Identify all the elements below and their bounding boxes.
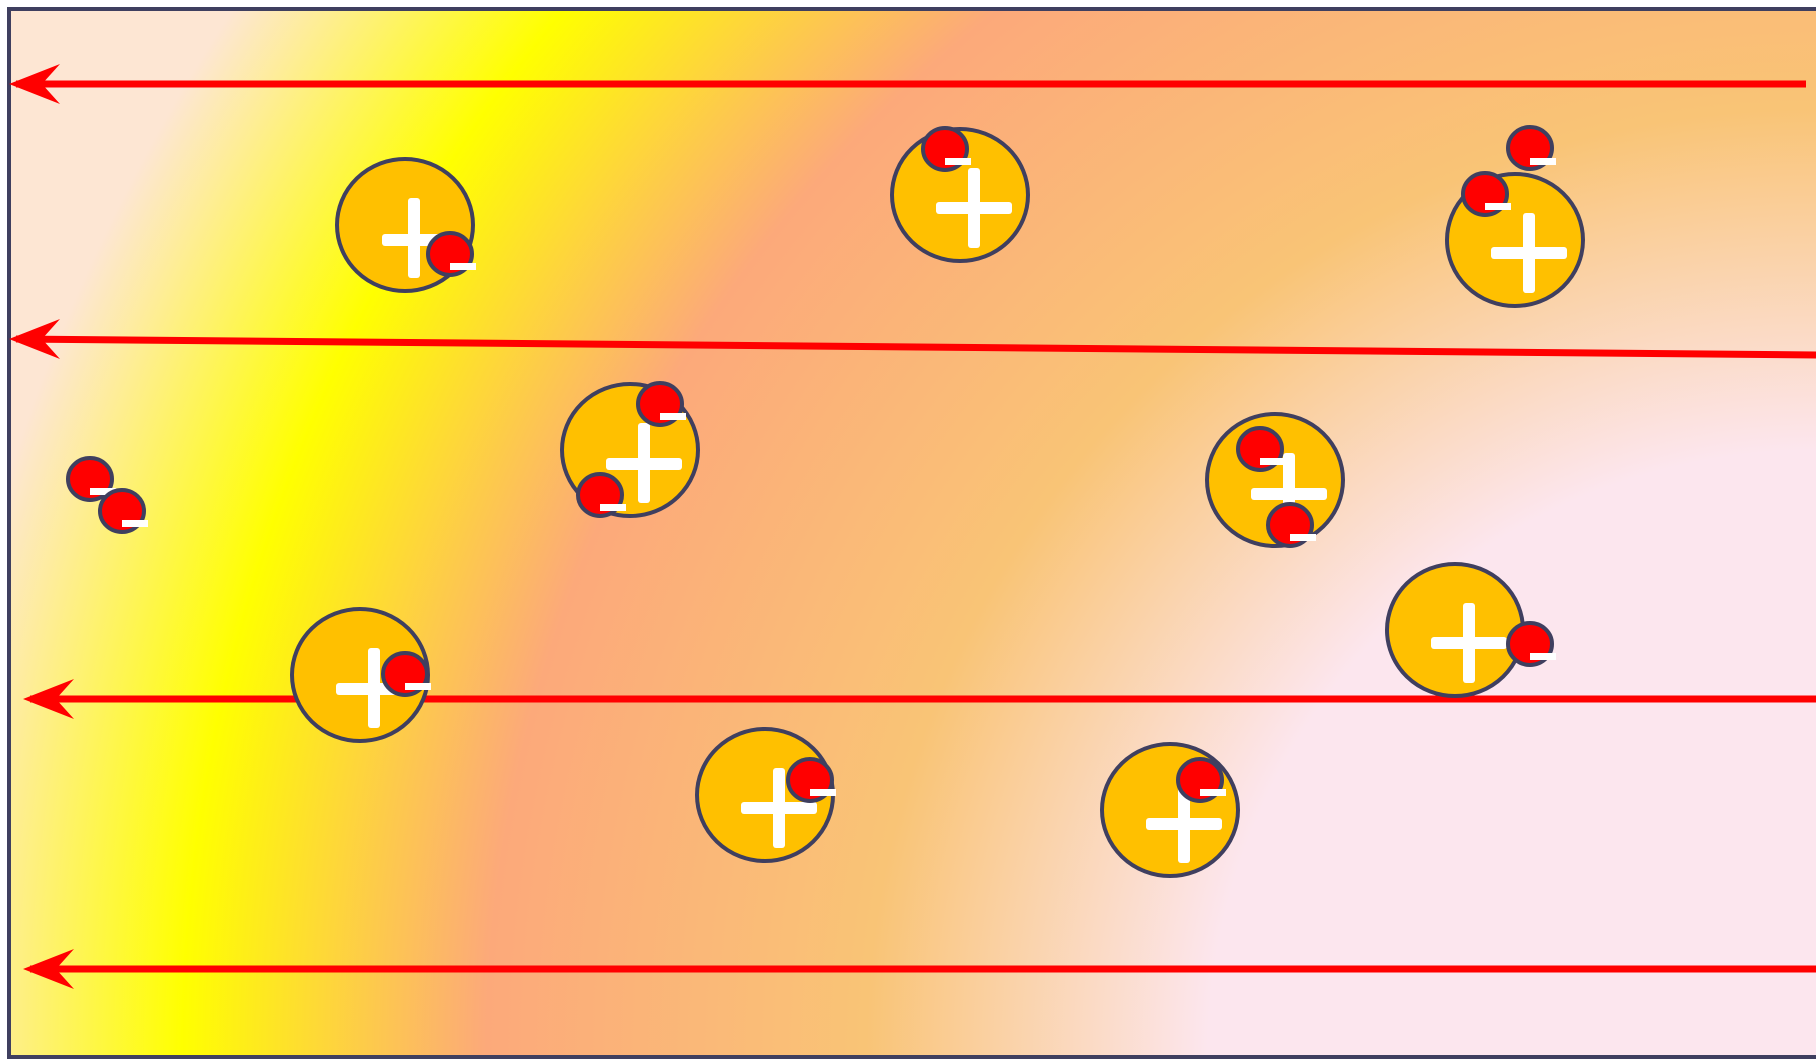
arrowhead-left-icon [9,64,60,104]
minus-sign-icon [1530,158,1556,165]
plus-sign-icon [1491,247,1567,259]
plus-sign-icon [606,458,682,470]
field-line [15,335,1816,359]
electron [1176,757,1226,803]
free-electron [66,456,116,502]
minus-sign-icon [660,413,686,420]
minus-sign-icon [810,789,836,796]
arrowhead-left-icon [9,319,60,359]
electron [921,126,971,172]
electron [636,381,686,427]
minus-sign-icon [1290,534,1316,541]
arrowhead-left-icon [23,679,74,719]
electric-field-lines [15,80,1816,973]
positive-ion [1385,562,1525,698]
electrons-layer [66,125,1556,803]
electron [381,651,431,697]
field-arrowheads [9,64,74,989]
plus-sign-icon [1146,818,1222,830]
arrowhead-left-icon [23,949,74,989]
minus-sign-icon [122,520,148,527]
minus-sign-icon [1485,203,1511,210]
plus-sign-icon [1251,488,1327,500]
electron [1236,426,1286,472]
plus-sign-icon [1431,637,1507,649]
minus-sign-icon [945,158,971,165]
electron [1266,502,1316,548]
minus-sign-icon [600,504,626,511]
minus-sign-icon [1200,789,1226,796]
positive-ion [1100,742,1240,878]
electron [426,231,476,277]
electron [1506,125,1556,171]
plus-sign-icon [936,202,1012,214]
minus-sign-icon [1530,653,1556,660]
minus-sign-icon [1260,458,1286,465]
electron [1461,171,1511,217]
electron [1506,621,1556,667]
minus-sign-icon [450,263,476,270]
electron [786,757,836,803]
plus-sign-icon [741,802,817,814]
minus-sign-icon [405,683,431,690]
free-electron [98,488,148,534]
minus-sign-icon [90,488,116,495]
electron [576,472,626,518]
